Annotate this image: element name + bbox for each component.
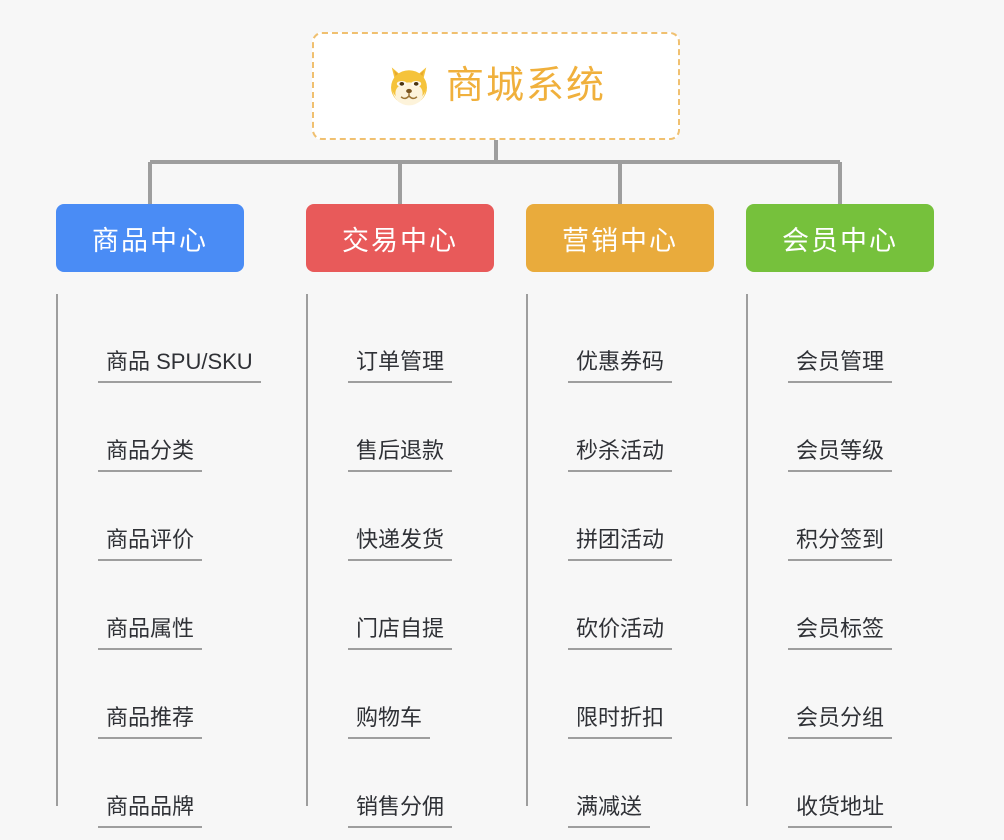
shiba-dog-icon	[391, 67, 427, 106]
leaf-item[interactable]: 商品品牌	[58, 739, 261, 828]
leaf-item[interactable]: 会员分组	[748, 650, 934, 739]
branch-items-3: 会员管理 会员等级 积分签到 会员标签 会员分组 收货地址	[746, 294, 934, 828]
branch-营销中心: 营销中心 优惠券码 秒杀活动 拼团活动 砍价活动 限时折扣 满减送	[526, 204, 714, 828]
leaf-label: 售后退款	[348, 438, 453, 472]
branch-交易中心: 交易中心 订单管理 售后退款 快递发货 门店自提 购物车 销售分佣	[306, 204, 494, 828]
leaf-item[interactable]: 积分签到	[748, 472, 934, 561]
branch-items-0: 商品 SPU/SKU 商品分类 商品评价 商品属性 商品推荐 商品品牌	[56, 294, 261, 828]
leaf-label: 砍价活动	[568, 616, 673, 650]
leaf-label: 会员等级	[788, 438, 893, 472]
leaf-label: 拼团活动	[568, 527, 673, 561]
leaf-label: 商品 SPU/SKU	[98, 349, 261, 383]
leaf-label: 门店自提	[348, 616, 453, 650]
leaf-item[interactable]: 收货地址	[748, 739, 934, 828]
leaf-label: 会员管理	[788, 349, 893, 383]
leaf-label: 商品评价	[98, 527, 203, 561]
leaf-item[interactable]: 商品评价	[58, 472, 261, 561]
branch-spine-1	[306, 294, 308, 806]
branch-会员中心: 会员中心 会员管理 会员等级 积分签到 会员标签 会员分组 收货地址	[746, 204, 934, 828]
root-node[interactable]: 商城系统	[312, 32, 680, 140]
leaf-label: 会员标签	[788, 616, 893, 650]
leaf-label: 订单管理	[348, 349, 453, 383]
leaf-item[interactable]: 商品 SPU/SKU	[58, 294, 261, 383]
leaf-item[interactable]: 限时折扣	[528, 650, 714, 739]
leaf-item[interactable]: 快递发货	[308, 472, 494, 561]
leaf-label: 会员分组	[788, 705, 893, 739]
leaf-label: 商品属性	[98, 616, 203, 650]
leaf-label: 快递发货	[348, 527, 453, 561]
leaf-label: 优惠券码	[568, 349, 673, 383]
leaf-item[interactable]: 满减送	[528, 739, 714, 828]
leaf-item[interactable]: 商品属性	[58, 561, 261, 650]
leaf-item[interactable]: 门店自提	[308, 561, 494, 650]
leaf-item[interactable]: 砍价活动	[528, 561, 714, 650]
leaf-item[interactable]: 优惠券码	[528, 294, 714, 383]
leaf-label: 限时折扣	[568, 705, 673, 739]
branch-items-2: 优惠券码 秒杀活动 拼团活动 砍价活动 限时折扣 满减送	[526, 294, 714, 828]
root-title: 商城系统	[445, 65, 606, 107]
leaf-item[interactable]: 会员标签	[748, 561, 934, 650]
leaf-label: 购物车	[348, 705, 431, 739]
leaf-label: 销售分佣	[348, 794, 453, 828]
branch-header-2[interactable]: 营销中心	[526, 204, 714, 272]
leaf-label: 收货地址	[788, 794, 893, 828]
branch-spine-2	[526, 294, 528, 806]
leaf-label: 满减送	[568, 794, 651, 828]
leaf-item[interactable]: 会员等级	[748, 383, 934, 472]
branch-items-1: 订单管理 售后退款 快递发货 门店自提 购物车 销售分佣	[306, 294, 494, 828]
leaf-label: 积分签到	[788, 527, 893, 561]
leaf-item[interactable]: 秒杀活动	[528, 383, 714, 472]
leaf-item[interactable]: 拼团活动	[528, 472, 714, 561]
leaf-label: 商品分类	[98, 438, 203, 472]
leaf-item[interactable]: 购物车	[308, 650, 494, 739]
branch-header-3[interactable]: 会员中心	[746, 204, 934, 272]
leaf-item[interactable]: 售后退款	[308, 383, 494, 472]
leaf-item[interactable]: 商品推荐	[58, 650, 261, 739]
leaf-item[interactable]: 会员管理	[748, 294, 934, 383]
branch-header-0[interactable]: 商品中心	[56, 204, 244, 272]
leaf-item[interactable]: 销售分佣	[308, 739, 494, 828]
leaf-item[interactable]: 商品分类	[58, 383, 261, 472]
branch-header-1[interactable]: 交易中心	[306, 204, 494, 272]
leaf-item[interactable]: 订单管理	[308, 294, 494, 383]
branch-spine-0	[56, 294, 58, 806]
branch-spine-3	[746, 294, 748, 806]
leaf-label: 商品推荐	[98, 705, 203, 739]
branch-商品中心: 商品中心 商品 SPU/SKU 商品分类 商品评价 商品属性 商品推荐 商品品牌	[56, 204, 261, 828]
leaf-label: 秒杀活动	[568, 438, 673, 472]
leaf-label: 商品品牌	[98, 794, 203, 828]
